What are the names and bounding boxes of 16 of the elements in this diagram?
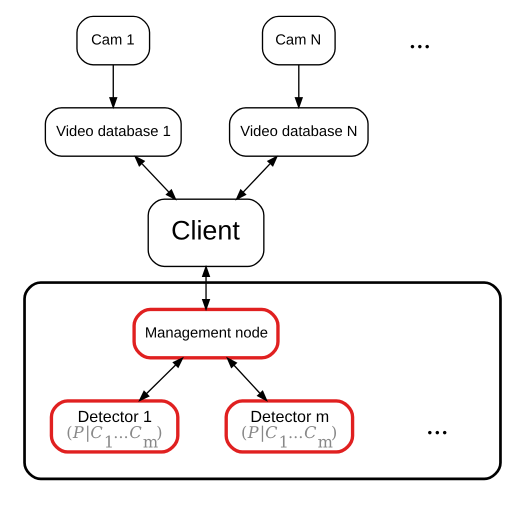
arrow [294,65,304,110]
cluster [23,281,502,480]
arrow [235,155,278,201]
arrow [226,356,268,402]
label: ... [408,23,431,56]
node-box: Management node [132,308,280,360]
node-box: Video database 1 [44,107,182,157]
node-box: Cam N [262,16,336,66]
node-box: Cam 1 [76,16,150,66]
arrow [138,356,184,402]
node-box: Video database N [228,107,369,157]
node-box: Client [148,198,265,268]
arrow [134,155,177,201]
label: ... [426,408,448,441]
arrow [109,65,118,110]
arrow [202,264,210,312]
